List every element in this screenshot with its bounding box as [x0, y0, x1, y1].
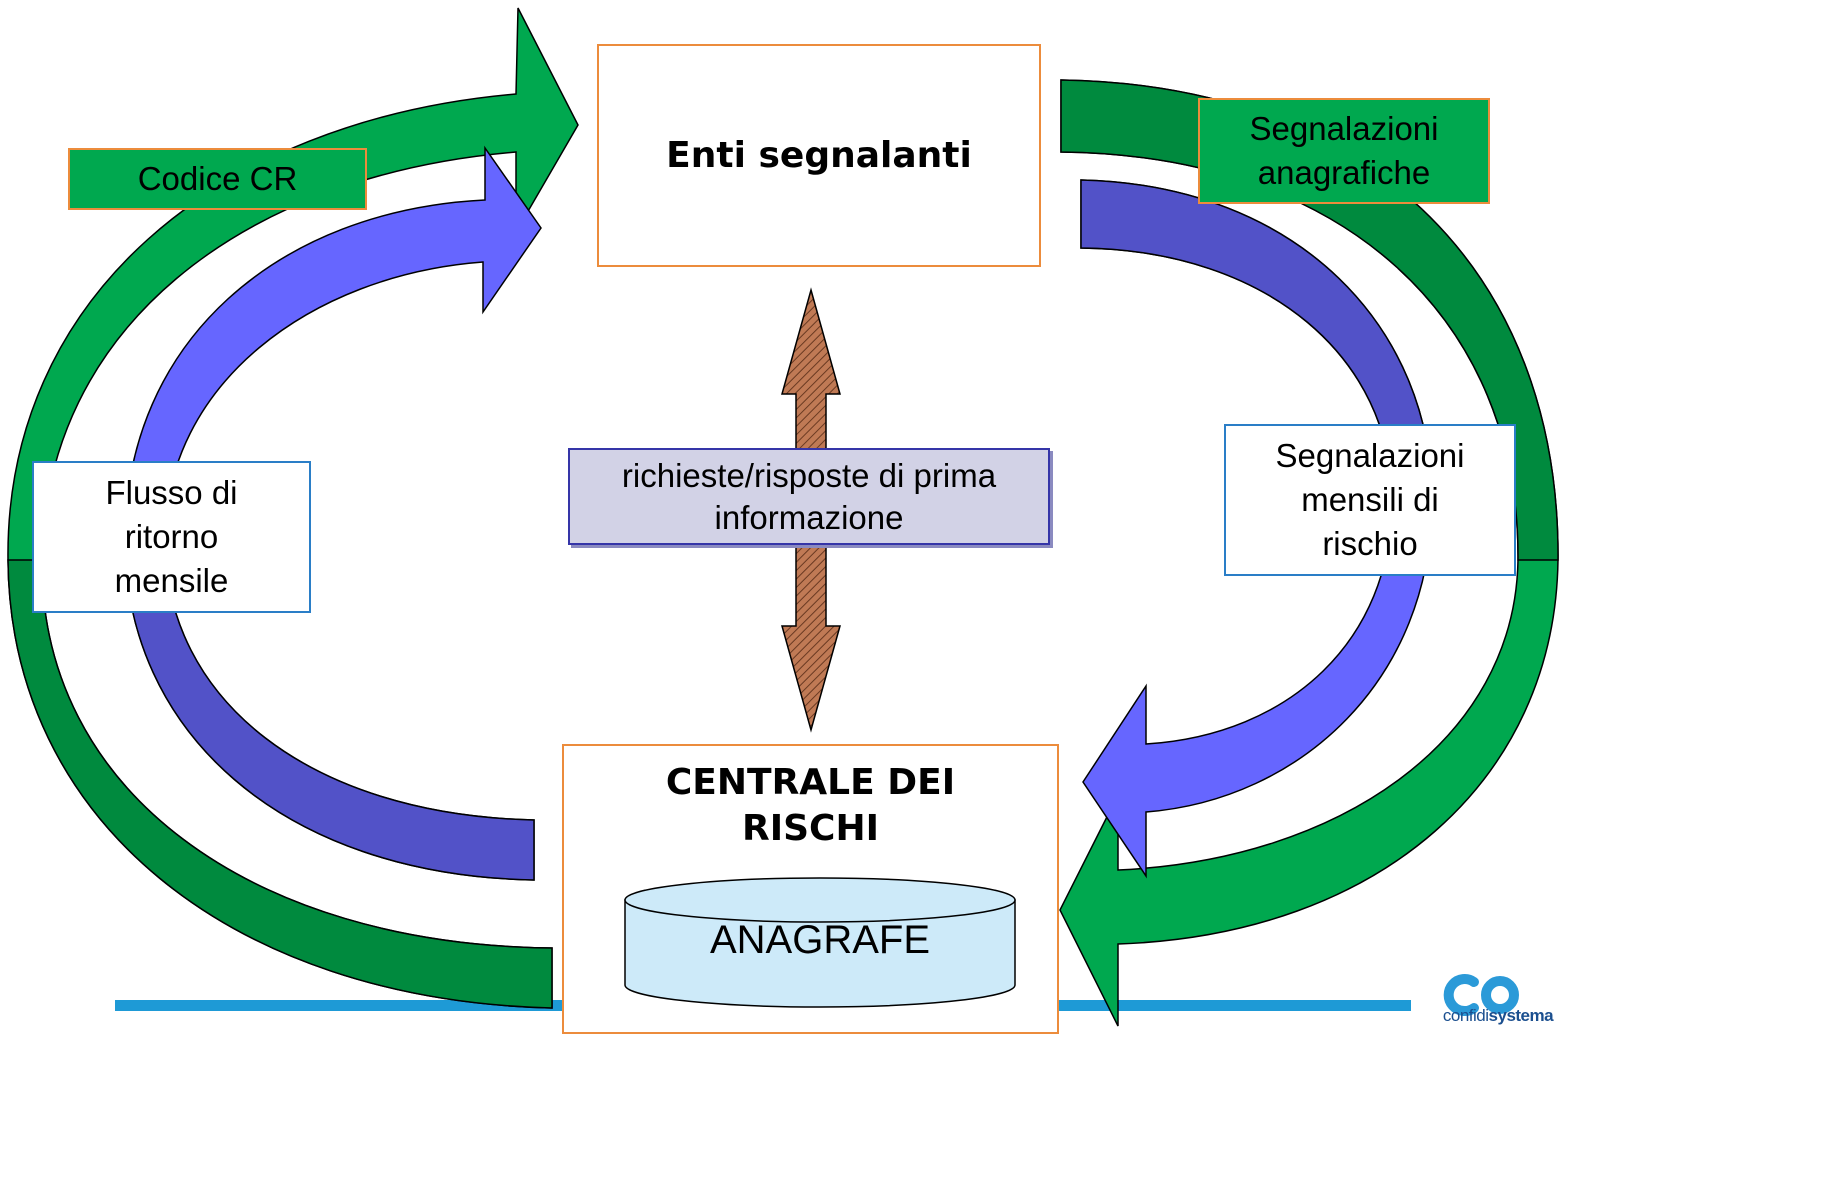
- enti-segnalanti-label: Enti segnalanti: [666, 135, 972, 176]
- richieste-risposte-label: richieste/risposte di prima informazione: [621, 456, 997, 536]
- confidi-logo-text: confidisystema: [1433, 1006, 1563, 1026]
- flusso-ritorno-label: Flusso di ritorno mensile: [105, 474, 238, 599]
- segnalazioni-anagrafiche-box: Segnalazioni anagrafiche: [1198, 98, 1490, 204]
- anagrafe-label: ANAGRAFE: [709, 918, 931, 962]
- logo-text-part1: confidi: [1442, 1006, 1489, 1025]
- enti-segnalanti-box: Enti segnalanti: [597, 44, 1041, 267]
- confidi-logo-icon: [1443, 974, 1520, 1016]
- segnalazioni-mensili-label: Segnalazioni mensili di rischio: [1275, 437, 1465, 562]
- segnalazioni-mensili-box: Segnalazioni mensili di rischio: [1224, 424, 1516, 576]
- green-arrow-left-shade: [7, 559, 553, 1009]
- logo-text-part2: systema: [1488, 1006, 1554, 1025]
- codice-cr-label-box: Codice CR: [68, 148, 367, 210]
- richieste-risposte-box: richieste/risposte di prima informazione: [568, 448, 1050, 545]
- segnalazioni-anagrafiche-label: Segnalazioni anagrafiche: [1249, 110, 1439, 191]
- codice-cr-label: Codice CR: [137, 160, 298, 197]
- flusso-ritorno-box: Flusso di ritorno mensile: [32, 461, 311, 613]
- centrale-rischi-label: CENTRALE DEI RISCHI: [665, 762, 956, 849]
- centrale-rischi-box: CENTRALE DEI RISCHI: [562, 744, 1059, 1034]
